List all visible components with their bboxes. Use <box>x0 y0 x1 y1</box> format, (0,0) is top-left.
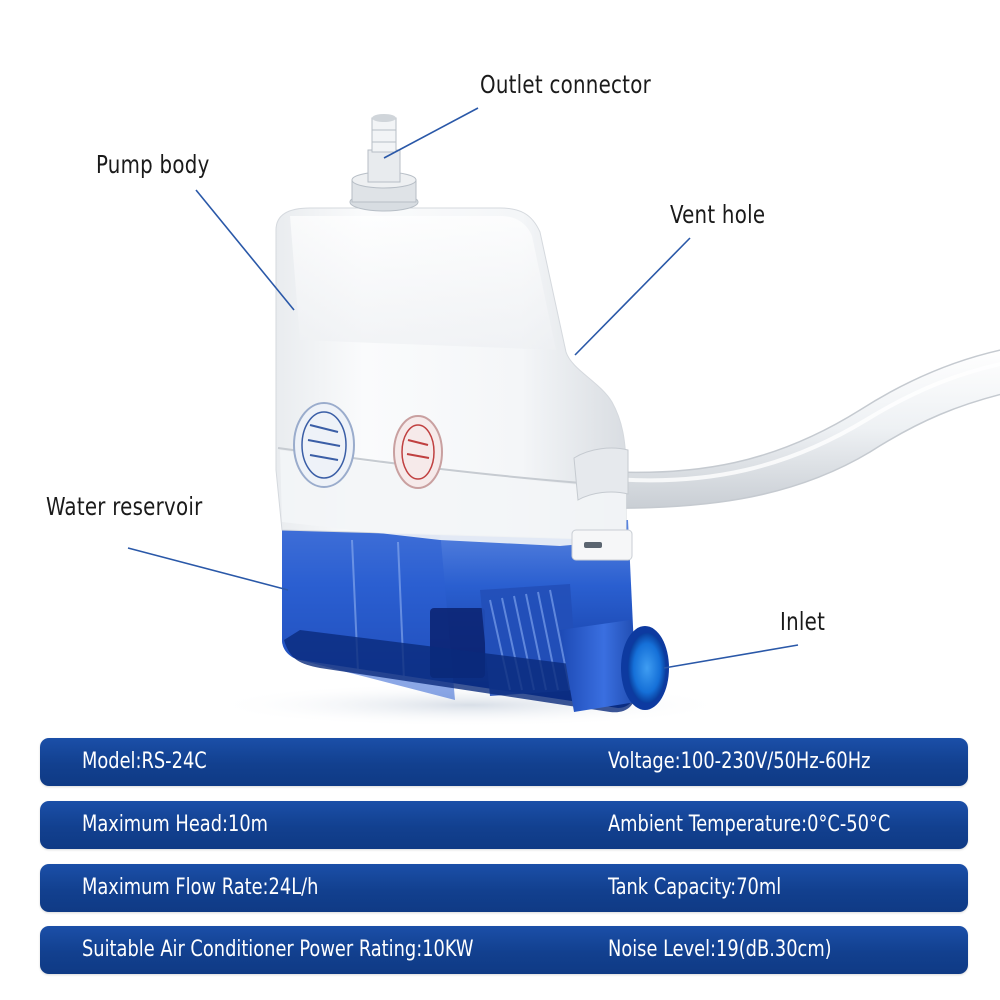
spec-noise-level: Noise Level:19(dB.30cm) <box>608 937 832 962</box>
label-vent-hole: Vent hole <box>670 200 766 229</box>
spec-ac-power-rating: Suitable Air Conditioner Power Rating:10… <box>82 937 474 962</box>
leader-outlet <box>383 107 479 159</box>
leader-reservoir <box>127 547 289 591</box>
spec-model: Model:RS-24C <box>82 749 207 774</box>
label-water-reservoir: Water reservoir <box>46 492 203 521</box>
drain-hose <box>579 349 1000 509</box>
leader-pump-body <box>195 189 295 311</box>
leader-lines <box>127 107 799 669</box>
spec-row-4: Suitable Air Conditioner Power Rating:10… <box>40 926 968 974</box>
inlet-opening <box>628 633 666 703</box>
spec-ambient-temp: Ambient Temperature:0°C-50°C <box>608 812 891 837</box>
label-outlet-connector: Outlet connector <box>480 70 651 99</box>
spec-max-flow: Maximum Flow Rate:24L/h <box>82 875 319 900</box>
label-pump-body: Pump body <box>96 150 210 179</box>
label-inlet: Inlet <box>780 607 826 636</box>
outlet-connector-shape <box>349 114 419 212</box>
spec-row-2: Maximum Head:10m Ambient Temperature:0°C… <box>40 801 968 849</box>
spec-row-3: Maximum Flow Rate:24L/h Tank Capacity:70… <box>40 864 968 912</box>
body-sticker-red <box>393 415 443 489</box>
spec-tank-capacity: Tank Capacity:70ml <box>608 875 782 900</box>
spec-voltage: Voltage:100-230V/50Hz-60Hz <box>608 749 871 774</box>
spec-row-1: Model:RS-24C Voltage:100-230V/50Hz-60Hz <box>40 738 968 786</box>
leader-vent <box>574 237 691 356</box>
body-sticker-blue <box>293 402 355 488</box>
spec-max-head: Maximum Head:10m <box>82 812 269 837</box>
leader-inlet <box>663 644 799 669</box>
